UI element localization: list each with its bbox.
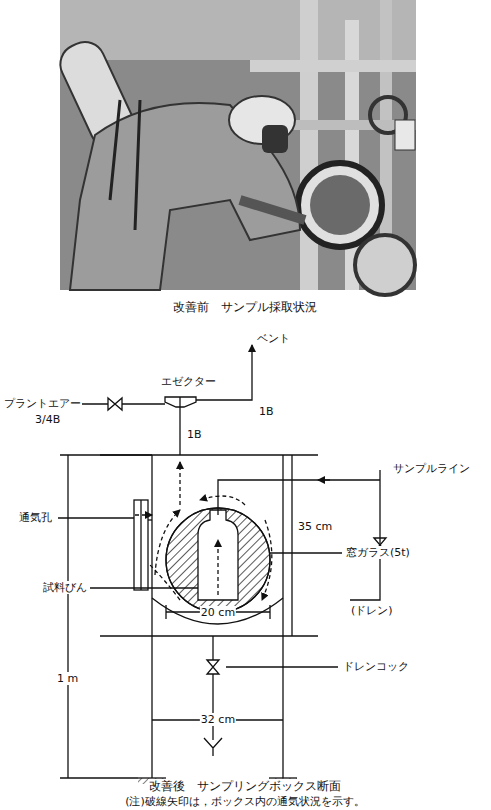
figure-caption: 改善後 サンプリングボックス断面 xyxy=(148,779,342,793)
photo-caption: 改善前 サンプル採取状況 xyxy=(172,300,318,314)
part-label: 窓ガラス(5t) xyxy=(345,546,411,559)
sampling-box-drawing xyxy=(58,345,386,784)
note-text: (注)破線矢印は，ボックス内の通気状況を示す。 xyxy=(124,795,366,808)
photo xyxy=(54,0,416,295)
part-label: 通気孔 xyxy=(18,511,53,524)
part-label: (ドレン) xyxy=(350,604,394,617)
part-label: プラントエアー xyxy=(3,397,82,410)
part-label: エゼクター xyxy=(160,375,217,388)
part-label: 1B xyxy=(186,428,203,441)
part-label: 3/4B xyxy=(34,413,61,426)
part-label: 32 cm xyxy=(200,713,236,726)
part-label: 35 cm xyxy=(297,520,333,533)
part-label: 20 cm xyxy=(200,606,236,619)
part-label: 1 m xyxy=(56,672,79,685)
part-label: 試料びん xyxy=(42,581,88,594)
part-label: サンプルライン xyxy=(392,462,471,475)
part-label: ベント xyxy=(256,332,291,345)
part-label: ドレンコック xyxy=(342,660,410,673)
part-label: 1B xyxy=(258,405,275,418)
